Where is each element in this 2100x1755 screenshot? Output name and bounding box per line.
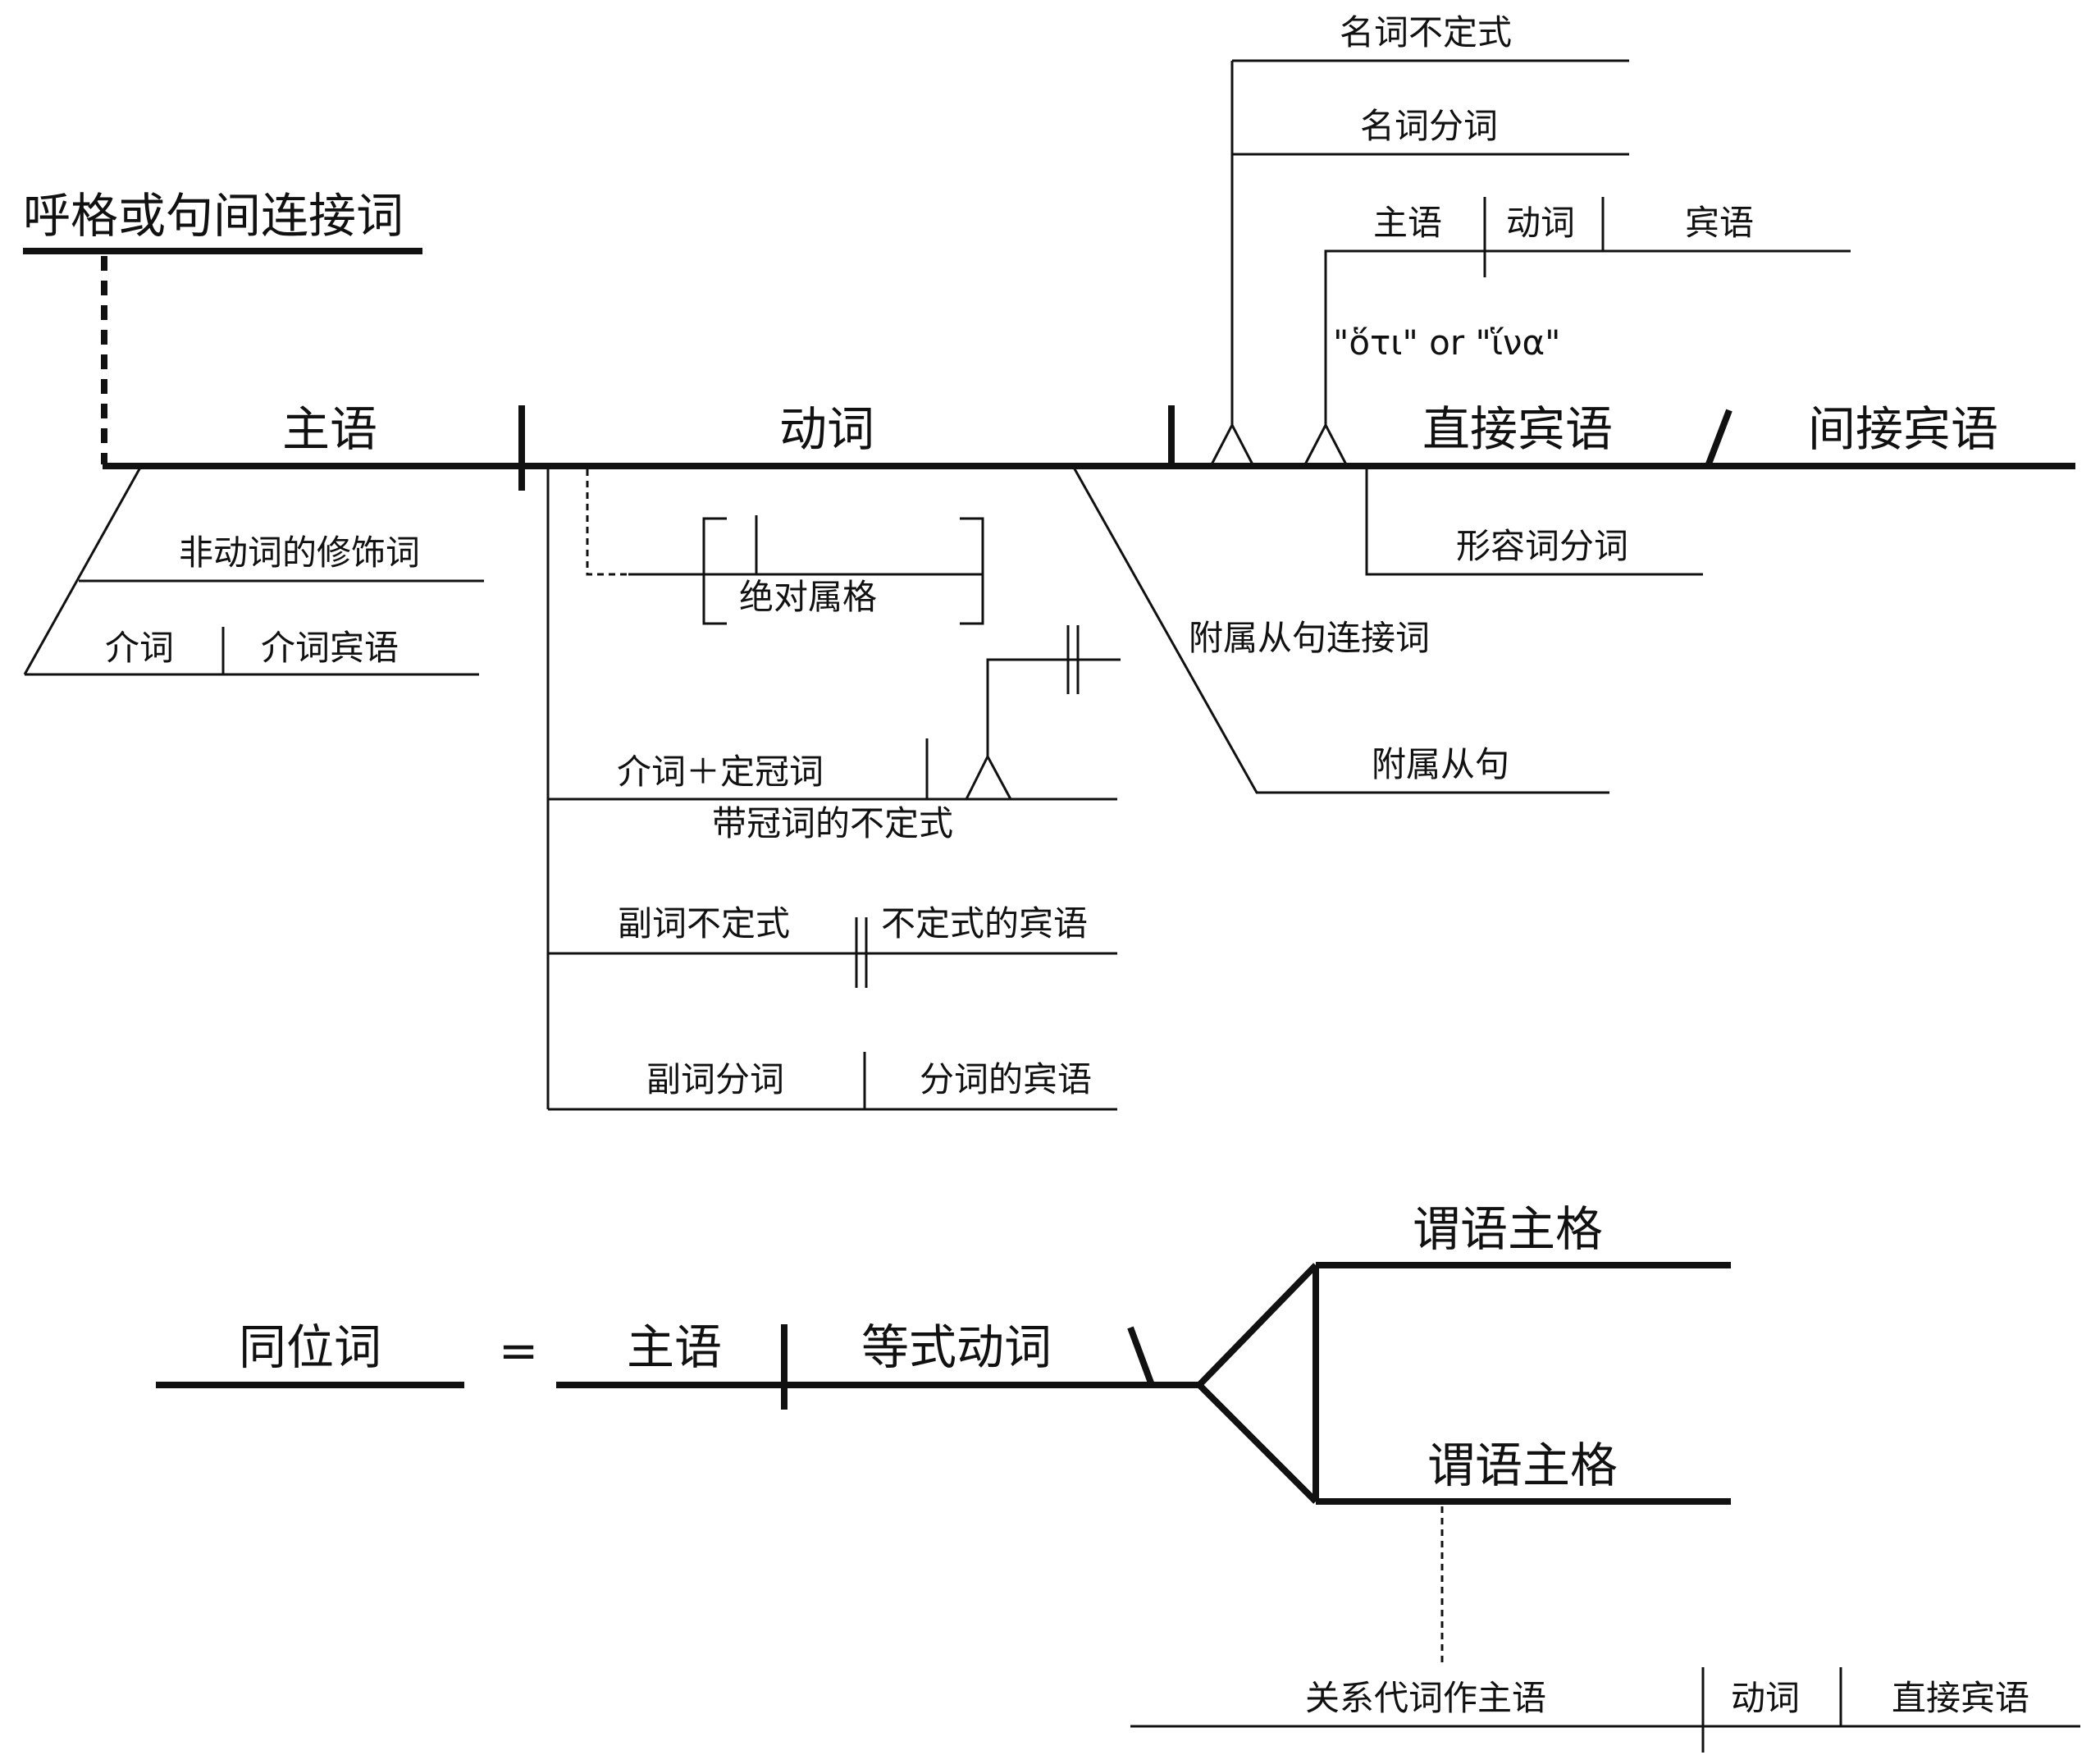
articular-infinitive-label: 带冠词的不定式 (712, 803, 953, 843)
genitive-right-bracket (960, 517, 984, 625)
noun-participle-label: 名词分词 (1360, 106, 1498, 146)
embedded-clause-line (1324, 249, 1851, 425)
relative-verb-label: 动词 (1731, 1678, 1800, 1718)
adverbial-participle-label: 副词分词 (646, 1059, 784, 1099)
compound-fork (1194, 1263, 1318, 1504)
subordinate-conjunction-label: 附属从句连接词 (1189, 618, 1430, 658)
vocative-label: 呼格或句间连接词 (23, 188, 404, 244)
prep-object-label: 介词宾语 (261, 628, 399, 668)
infinitive-object-label: 不定式的宾语 (881, 903, 1088, 944)
articular-clause-line (986, 658, 1121, 756)
hoti-hina-label: "ὅτι" or "ἵνα" (1333, 322, 1561, 363)
relative-direct-object-label: 直接宾语 (1892, 1678, 2029, 1718)
embedded-verb-label: 动词 (1506, 203, 1575, 243)
predicate-nominative-1-label: 谓语主格 (1413, 1201, 1603, 1257)
main-verb-label: 动词 (779, 401, 874, 457)
modifier-slant (23, 465, 143, 675)
adjectival-participle-line (1365, 466, 1703, 576)
embedded-subject-label: 主语 (1373, 203, 1442, 243)
main-clause: 主语 动词 直接宾语 间接宾语 (103, 401, 2075, 491)
relative-pronoun-subject-label: 关系代词作主语 (1305, 1678, 1546, 1718)
hoti-stilt (1303, 422, 1349, 467)
participle-object-label: 分词的宾语 (920, 1059, 1092, 1099)
vocative-group: 呼格或句间连接词 (23, 188, 422, 464)
equative-verb-label: 等式动词 (861, 1319, 1052, 1375)
main-subject-label: 主语 (282, 401, 377, 457)
main-indirect-object-label: 间接宾语 (1808, 401, 1998, 457)
prep-article-label: 介词＋定冠词 (617, 752, 824, 792)
appositive-label: 同位词 (239, 1319, 381, 1375)
adverbial-infinitive-label: 副词不定式 (618, 903, 790, 944)
object-stilts: 名词不定式 名词分词 主语 动词 宾语 "ὅτι" or "ἵνα" 形容词分词 (1209, 12, 1851, 576)
indirect-object-divider (1705, 409, 1732, 468)
noun-infinitive-label: 名词不定式 (1340, 12, 1512, 53)
main-direct-object-label: 直接宾语 (1422, 401, 1613, 457)
predicate-nominative-2-label: 谓语主格 (1427, 1437, 1618, 1493)
non-verb-modifier-label: 非动词的修饰词 (179, 532, 420, 573)
genitive-absolute-label: 绝对属格 (739, 577, 877, 617)
equative-subject-label: 主语 (627, 1319, 722, 1375)
subordinate-slant (1071, 465, 1609, 794)
verb-modifiers: 绝对属格 介词＋定冠词 带冠词的不定式 副词不定式 不定式的宾语 副词分词 分词… (546, 465, 1609, 1111)
predicate-backslash (1127, 1326, 1155, 1387)
articular-stilt (965, 753, 1012, 800)
subordinate-clause-label: 附属从句 (1372, 744, 1509, 784)
equals-sign: = (499, 1323, 539, 1378)
genitive-left-bracket (702, 517, 727, 625)
embedded-object-label: 宾语 (1685, 203, 1754, 243)
equative-diagram: 同位词 = 主语 等式动词 谓语主格 谓语主格 关系代词作主语 动词 直接宾语 (156, 1201, 2080, 1753)
adjectival-participle-label: 形容词分词 (1456, 526, 1628, 566)
noun-clause-stilt (1209, 422, 1255, 467)
genitive-dashed-link (586, 469, 628, 576)
preposition-label: 介词 (105, 628, 174, 668)
subject-modifiers: 非动词的修饰词 介词 介词宾语 (23, 465, 484, 676)
